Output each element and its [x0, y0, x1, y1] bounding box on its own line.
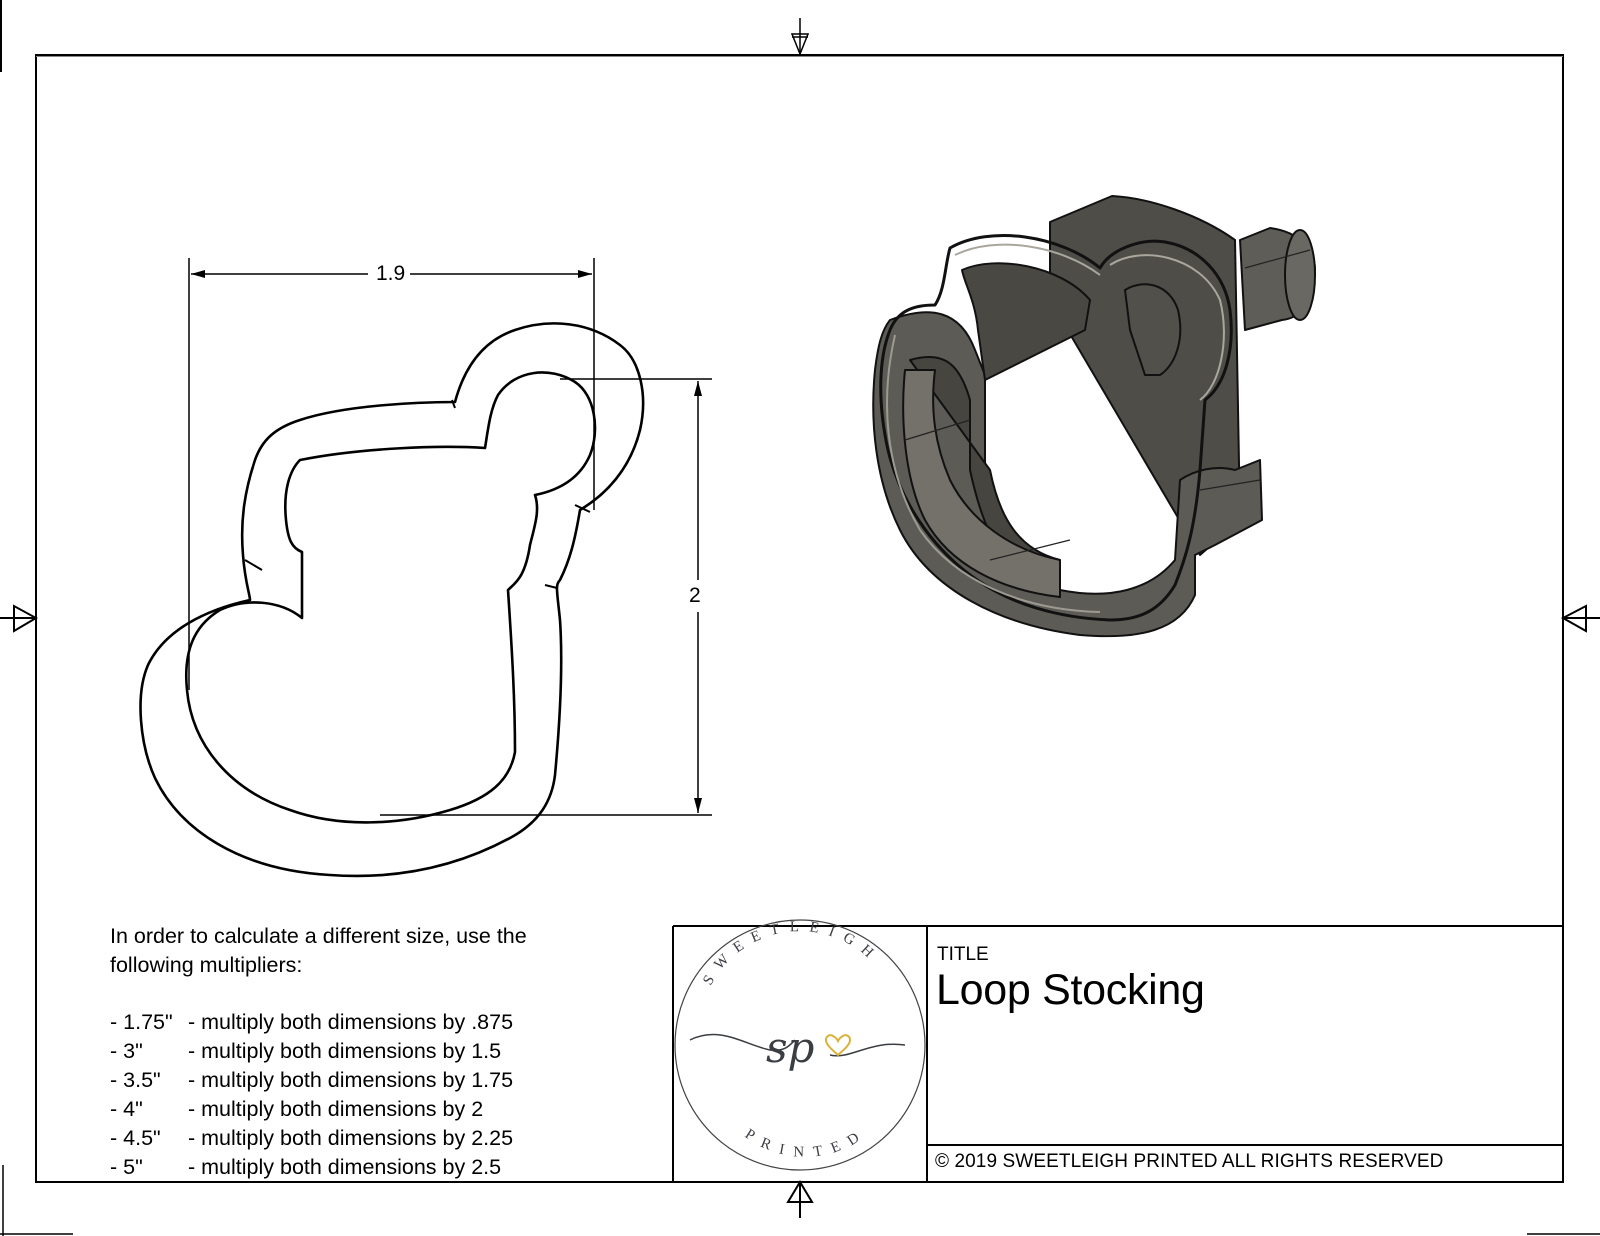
multiplier-row: - 4.5"- multiply both dimensions by 2.25: [110, 1126, 514, 1150]
logo-monogram: sp: [766, 1023, 814, 1072]
dimension-width: [188, 258, 595, 690]
center-mark-left-icon: [0, 604, 39, 633]
multiplier-row: - 1.75"- multiply both dimensions by .87…: [110, 1010, 514, 1034]
heart-icon: [824, 1034, 852, 1057]
multiplier-row: - 5"- multiply both dimensions by 2.5: [110, 1155, 502, 1179]
cutter-3d-model: [872, 195, 1316, 638]
dimension-width-label: 1.9: [372, 262, 410, 286]
dimension-height: [380, 378, 712, 816]
notes-intro: In order to calculate a different size, …: [110, 924, 527, 977]
logo-top-text: SWEETLEIGH: [700, 919, 883, 988]
dimension-height-label: 2: [687, 584, 703, 608]
multiplier-row: - 3"- multiply both dimensions by 1.5: [110, 1039, 502, 1063]
cutter-outline-drawing: [139, 322, 645, 878]
size-multiplier-notes: In order to calculate a different size, …: [110, 922, 550, 1182]
center-mark-bottom-icon: [786, 1180, 814, 1218]
title-label: TITLE: [937, 944, 989, 965]
multiplier-row: - 3.5"- multiply both dimensions by 1.75: [110, 1068, 514, 1092]
logo-bottom-text: PRINTED: [742, 1124, 871, 1160]
outer-outline: [139, 322, 645, 878]
brand-logo: SWEETLEIGH PRINTED sp: [674, 919, 926, 1171]
copyright-notice: © 2019 SWEETLEIGH PRINTED ALL RIGHTS RES…: [935, 1151, 1444, 1172]
inner-outline: [184, 371, 597, 824]
center-mark-right-icon: [1560, 604, 1600, 633]
multiplier-row: - 4"- multiply both dimensions by 2: [110, 1097, 484, 1121]
title-block: [672, 925, 1563, 1182]
drawing-title: Loop Stocking: [936, 966, 1205, 1014]
center-mark-top-icon: [790, 18, 810, 57]
